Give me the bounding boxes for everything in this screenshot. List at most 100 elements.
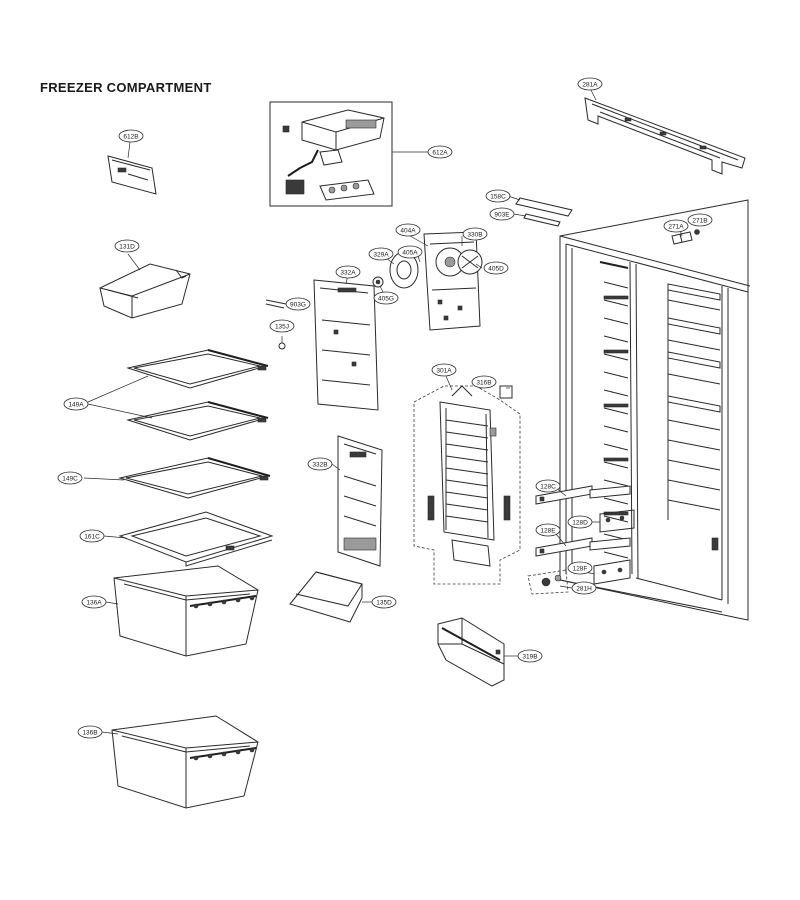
evaporator-coils <box>445 419 489 523</box>
part-136B-drawer <box>111 715 259 809</box>
callout-128D: 128D <box>567 515 593 529</box>
part-135D-tray <box>289 571 363 623</box>
callout-136A: 136A <box>81 595 107 609</box>
part-332A-evaporator-cover <box>313 279 379 411</box>
freezer-cabinet <box>559 199 751 621</box>
part-128E-slide-rail <box>535 537 631 557</box>
svg-text:136A: 136A <box>86 600 102 607</box>
callout-330B: 330B <box>462 227 488 241</box>
part-161C-drawer-cover-frame <box>118 511 274 567</box>
callout-135J: 135J <box>269 319 295 333</box>
callout-316B: 316B <box>471 375 497 389</box>
callout-128C: 128C <box>535 479 561 493</box>
svg-text:149A: 149A <box>68 402 84 409</box>
part-136A-drawer <box>113 565 259 657</box>
cabinet-rails-right <box>667 283 721 520</box>
callout-405G: 405G <box>373 291 399 305</box>
callout-131D: 131D <box>114 239 140 253</box>
svg-text:128C: 128C <box>540 484 556 491</box>
part-405D-fan <box>457 249 483 275</box>
callout-329A: 329A <box>368 247 394 261</box>
part-329A-washer <box>372 276 384 288</box>
svg-text:903G: 903G <box>290 302 306 309</box>
callout-405A: 405A <box>397 245 423 259</box>
svg-text:281A: 281A <box>582 82 598 89</box>
leader-lines <box>83 87 683 735</box>
part-332B-air-duct <box>337 435 383 567</box>
svg-text:404A: 404A <box>400 228 416 235</box>
part-903E-strip <box>513 213 561 227</box>
part-131D-bin <box>99 263 191 319</box>
svg-text:128E: 128E <box>540 528 556 535</box>
callout-332B: 332B <box>307 457 333 471</box>
callout-903E: 903E <box>489 207 515 221</box>
callout-271A: 271A <box>663 219 689 233</box>
callout-281A: 281A <box>577 77 603 91</box>
callout-405D: 405D <box>483 261 509 275</box>
svg-text:612B: 612B <box>123 134 138 141</box>
part-149A-glass-shelf-lower <box>126 401 269 441</box>
callout-271B: 271B <box>687 213 713 227</box>
svg-text:161C: 161C <box>84 534 100 541</box>
svg-text:128D: 128D <box>572 520 588 527</box>
svg-text:135J: 135J <box>275 324 289 331</box>
cabinet-rails-left <box>599 261 629 559</box>
part-128D-slide-bracket <box>599 509 635 533</box>
part-128F-slide-bracket <box>593 559 631 585</box>
part-903G-sensor <box>265 299 287 309</box>
part-301A-evaporator <box>413 385 521 585</box>
part-271A-hinge <box>671 231 693 245</box>
callout-128E: 128E <box>535 523 561 537</box>
svg-text:612A: 612A <box>432 150 448 157</box>
part-149A-glass-shelf-upper <box>126 349 269 389</box>
svg-text:405G: 405G <box>378 296 394 303</box>
svg-text:158C: 158C <box>490 194 506 201</box>
callout-128F: 128F <box>567 561 593 575</box>
part-271B-screw <box>694 229 700 235</box>
svg-text:131D: 131D <box>119 244 135 251</box>
callout-158C: 158C <box>485 189 511 203</box>
callout-281H: 281H <box>571 581 597 595</box>
svg-text:271A: 271A <box>668 224 684 231</box>
part-612B-cover <box>107 155 157 195</box>
callout-612B: 612B <box>118 129 144 143</box>
callout-149A: 149A <box>63 397 89 411</box>
svg-text:330B: 330B <box>467 232 482 239</box>
svg-text:301A: 301A <box>436 368 452 375</box>
callout-903G: 903G <box>285 297 311 311</box>
callout-332A: 332A <box>335 265 361 279</box>
part-149C-glass-shelf <box>118 457 271 499</box>
part-128C-slide-rail <box>535 485 631 505</box>
svg-text:316B: 316B <box>476 380 491 387</box>
callout-404A: 404A <box>395 223 421 237</box>
svg-text:329A: 329A <box>373 252 389 259</box>
callout-161C: 161C <box>79 529 105 543</box>
part-330B-fan-bracket <box>423 231 481 331</box>
svg-text:271B: 271B <box>692 218 707 225</box>
part-281A-top-rail <box>584 97 746 175</box>
svg-text:136B: 136B <box>82 730 97 737</box>
svg-text:332A: 332A <box>340 270 356 277</box>
part-319B-ice-bucket <box>437 617 505 687</box>
svg-text:149C: 149C <box>62 476 78 483</box>
callout-319B: 319B <box>517 649 543 663</box>
part-316B-block <box>499 385 513 399</box>
callout-149C: 149C <box>57 471 83 485</box>
callout-301A: 301A <box>431 363 457 377</box>
callout-612A: 612A <box>427 145 453 159</box>
part-612A-icemaker-assembly <box>269 101 428 207</box>
svg-text:128F: 128F <box>573 566 588 573</box>
part-135J-clip <box>278 336 286 350</box>
svg-text:281H: 281H <box>576 586 592 593</box>
svg-text:405D: 405D <box>488 266 504 273</box>
svg-text:332B: 332B <box>312 462 327 469</box>
part-158C-bar <box>507 195 573 217</box>
callout-136B: 136B <box>77 725 103 739</box>
svg-text:903E: 903E <box>494 212 510 219</box>
page-title: FREEZER COMPARTMENT <box>40 80 212 95</box>
svg-text:319B: 319B <box>522 654 537 661</box>
svg-text:405A: 405A <box>402 250 418 257</box>
part-281H-bracket <box>527 569 569 595</box>
svg-text:135D: 135D <box>376 600 392 607</box>
